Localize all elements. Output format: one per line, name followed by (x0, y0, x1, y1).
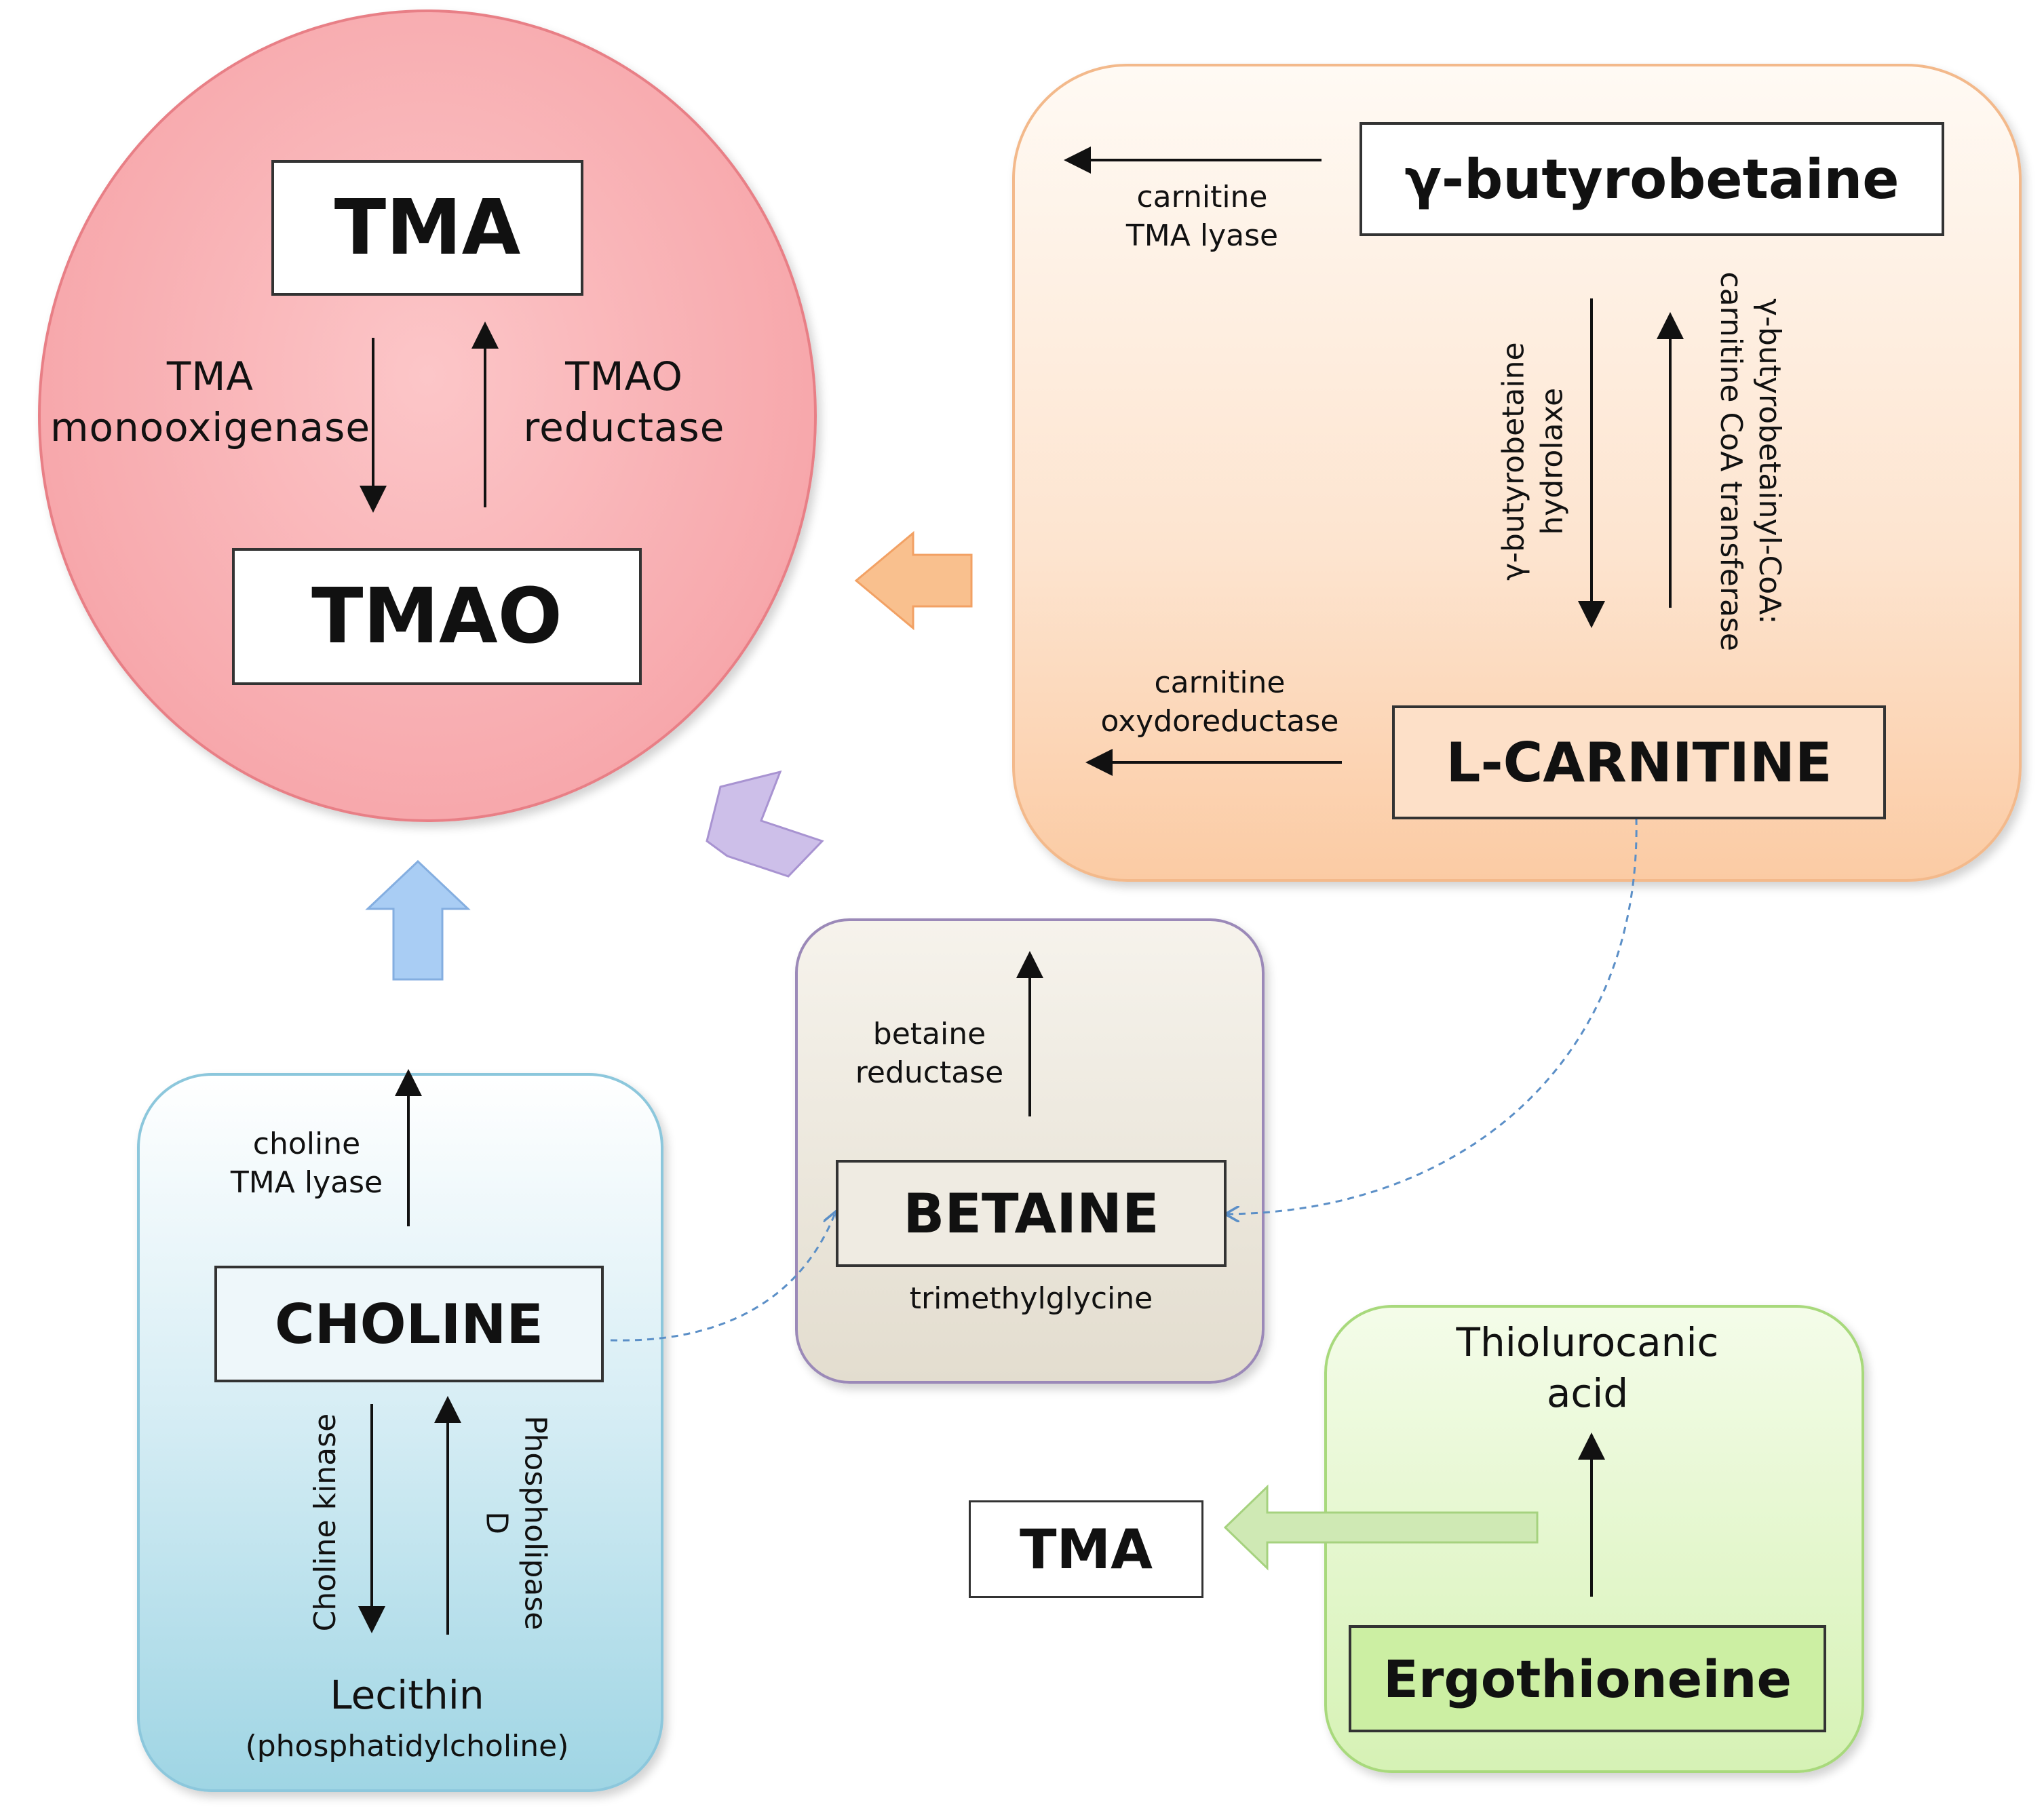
choline-kinase-label: Choline kinase (308, 1414, 343, 1632)
tmao-box: TMAO (232, 548, 642, 685)
butyrobetaine-hydrolaxe-label: γ-butyrobetaine hydrolaxe (1496, 342, 1570, 581)
phosphatidylcholine-label: (phosphatidylcholine) (245, 1729, 569, 1764)
block-arrow-purple (706, 770, 824, 878)
tmao-reductase-label: TMAO reductase (523, 353, 725, 451)
betaine-box: BETAINE (836, 1160, 1227, 1267)
tmao-circle (38, 9, 817, 822)
lecithin-label: Lecithin (330, 1672, 484, 1718)
tma-standalone-box: TMA (969, 1500, 1203, 1598)
trimethylglycine-label: trimethylglycine (909, 1281, 1153, 1316)
carnitine-tma-lyase-label: carnitine TMA lyase (1125, 180, 1279, 254)
thiolurocanic-acid-label: Thiolurocanic acid (1456, 1319, 1719, 1417)
phospholipase-d-label: Phospholipase D (479, 1415, 553, 1631)
ergothioneine-box: Ergothioneine (1349, 1625, 1826, 1732)
choline-group (137, 1073, 663, 1792)
choline-box: CHOLINE (214, 1266, 604, 1382)
coa-transferase-label: γ-butyrobetainyl-CoA: carnitine CoA tran… (1714, 271, 1788, 651)
butyrobetaine-box: γ-butyrobetaine (1360, 122, 1944, 236)
betaine-reductase-label: betaine reductase (855, 1017, 1004, 1091)
carnitine-oxydoreductase-label: carnitine oxydoreductase (1100, 665, 1339, 739)
block-arrow-orange (854, 530, 973, 631)
block-arrow-blue (365, 859, 471, 981)
tma-monooxygenase-label: TMA monooxigenase (50, 353, 371, 451)
choline-tma-lyase-label: choline TMA lyase (230, 1127, 383, 1201)
lcarnitine-box: L-CARNITINE (1392, 705, 1886, 819)
tma-box: TMA (271, 160, 583, 296)
